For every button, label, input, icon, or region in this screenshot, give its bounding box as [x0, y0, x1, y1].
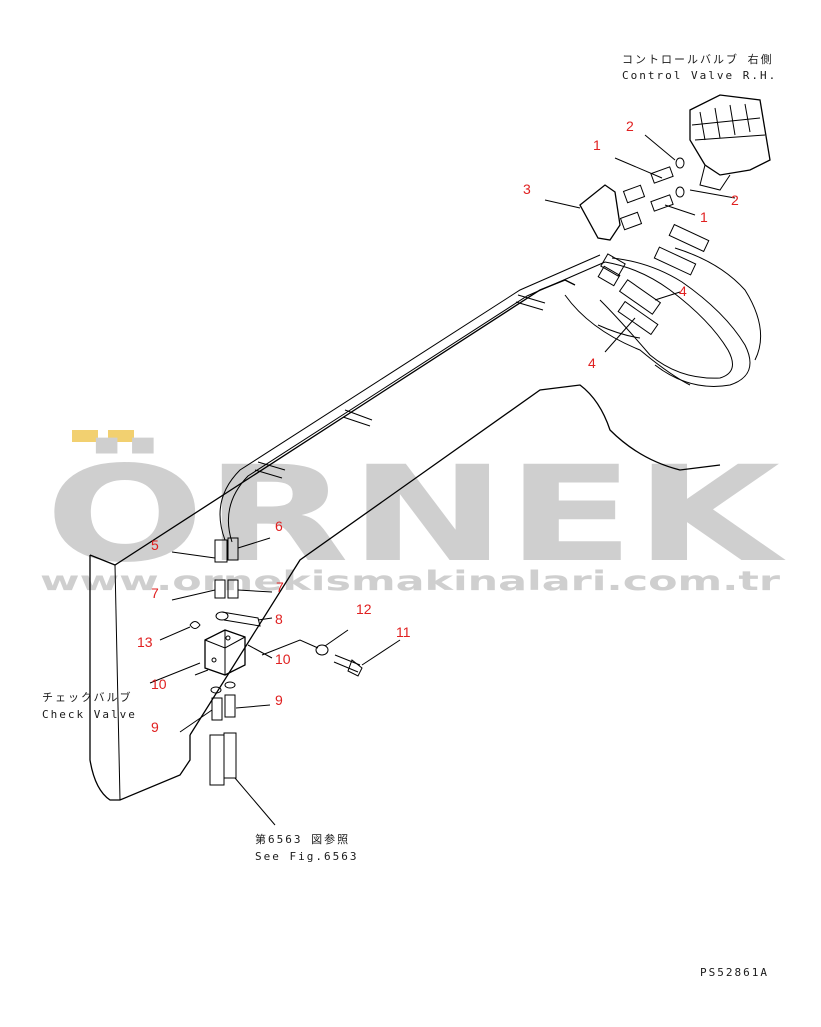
callout-1-upper: 1 [593, 137, 601, 153]
callout-numbers: 1 1 2 2 3 4 4 5 6 7 7 8 9 9 10 10 11 12 … [137, 118, 739, 735]
check-valve-assembly [189, 537, 363, 786]
check-valve-label-jp: チェックバルブ [42, 690, 132, 704]
callout-2-lower: 2 [731, 192, 739, 208]
labels: コントロールバルブ 右側 Control Valve R.H. チェックバルブ … [42, 52, 777, 979]
see-fig-label-en: See Fig.6563 [255, 850, 358, 863]
callout-4-lower: 4 [588, 355, 596, 371]
watermark-url: www.ornekismakinalari.com.tr [40, 566, 781, 597]
watermark-umlaut-left [72, 430, 98, 442]
watermark-umlaut-right [108, 430, 134, 442]
watermark: ÖRNEK www.ornekismakinalari.com.tr [40, 430, 787, 597]
callout-10-right: 10 [275, 651, 291, 667]
see-fig-label-jp: 第6563 図参照 [255, 832, 350, 846]
check-valve-label-en: Check Valve [42, 708, 137, 721]
callout-1-lower: 1 [700, 209, 708, 225]
callout-9-right: 9 [275, 692, 283, 708]
control-valve [689, 94, 771, 191]
callout-9-left: 9 [151, 719, 159, 735]
control-valve-label-jp: コントロールバルブ 右側 [622, 52, 774, 66]
control-valve-label-en: Control Valve R.H. [622, 69, 777, 82]
watermark-brand: ÖRNEK [45, 438, 787, 592]
leader-lines [149, 134, 736, 826]
callout-5: 5 [151, 537, 159, 553]
callout-6: 6 [275, 518, 283, 534]
callout-13: 13 [137, 634, 153, 650]
callout-10-left: 10 [151, 676, 167, 692]
callout-3: 3 [523, 181, 531, 197]
callout-4-upper: 4 [679, 283, 687, 299]
manifold-block [579, 157, 710, 336]
hydraulic-tubes [219, 247, 762, 543]
drawing-code: PS52861A [700, 966, 769, 979]
callout-11: 11 [396, 624, 411, 640]
callout-2-upper: 2 [626, 118, 634, 134]
callout-12: 12 [356, 601, 372, 617]
callout-7-right: 7 [276, 579, 284, 595]
callout-8: 8 [275, 611, 283, 627]
callout-7-left: 7 [151, 585, 159, 601]
